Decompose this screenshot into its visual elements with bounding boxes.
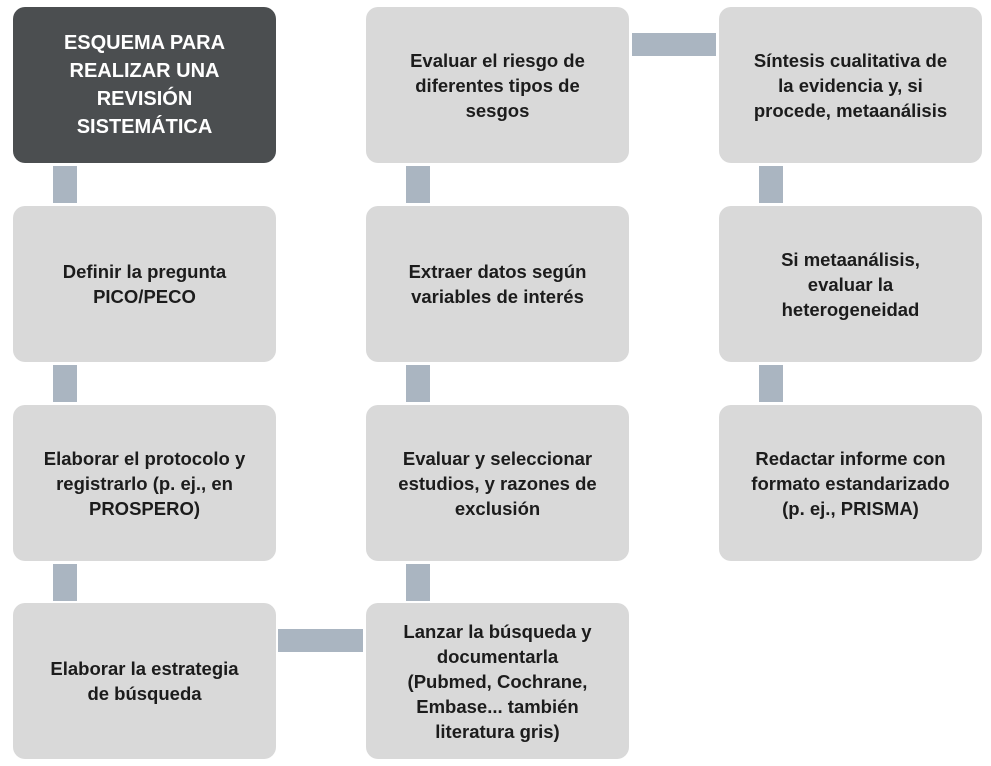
step-box-7: Evaluar el riesgo de diferentes tipos de… xyxy=(366,7,629,163)
step-box-3: Elaborar la estrategia de búsqueda xyxy=(13,603,276,759)
step-label: Evaluar el riesgo de diferentes tipos de… xyxy=(410,49,585,121)
step-label: Redactar informe con formato estandariza… xyxy=(751,447,950,519)
step-label: Evaluar y seleccionar estudios, y razone… xyxy=(398,447,597,519)
step-label: Definir la pregunta PICO/PECO xyxy=(62,261,227,307)
step-label: Síntesis cualitativa de la evidencia y, … xyxy=(753,49,948,121)
connector xyxy=(759,166,783,203)
connector xyxy=(406,166,430,203)
step-label: Lanzar la búsqueda y documentarla (Pubme… xyxy=(403,620,592,742)
step-box-6: Extraer datos según variables de interés xyxy=(366,206,629,362)
step-label: Si metaanálisis, evaluar la heterogeneid… xyxy=(781,248,920,320)
connector xyxy=(53,365,77,402)
step-box-4: Lanzar la búsqueda y documentarla (Pubme… xyxy=(366,603,629,759)
step-box-9: Si metaanálisis, evaluar la heterogeneid… xyxy=(719,206,982,362)
connector xyxy=(759,365,783,402)
step-label: Elaborar el protocolo y registrarlo (p. … xyxy=(43,447,246,519)
diagram-title-box: ESQUEMA PARA REALIZAR UNA REVISIÓN SISTE… xyxy=(13,7,276,163)
step-label: Extraer datos según variables de interés xyxy=(408,261,587,307)
diagram-title: ESQUEMA PARA REALIZAR UNA REVISIÓN SISTE… xyxy=(63,32,226,138)
connector xyxy=(632,33,716,56)
step-box-5: Evaluar y seleccionar estudios, y razone… xyxy=(366,405,629,561)
connector xyxy=(406,365,430,402)
step-box-2: Elaborar el protocolo y registrarlo (p. … xyxy=(13,405,276,561)
connector xyxy=(53,564,77,601)
connector xyxy=(278,629,363,652)
step-label: Elaborar la estrategia de búsqueda xyxy=(50,658,239,704)
step-box-1: Definir la pregunta PICO/PECO xyxy=(13,206,276,362)
step-box-8: Síntesis cualitativa de la evidencia y, … xyxy=(719,7,982,163)
connector xyxy=(53,166,77,203)
connector xyxy=(406,564,430,601)
step-box-10: Redactar informe con formato estandariza… xyxy=(719,405,982,561)
